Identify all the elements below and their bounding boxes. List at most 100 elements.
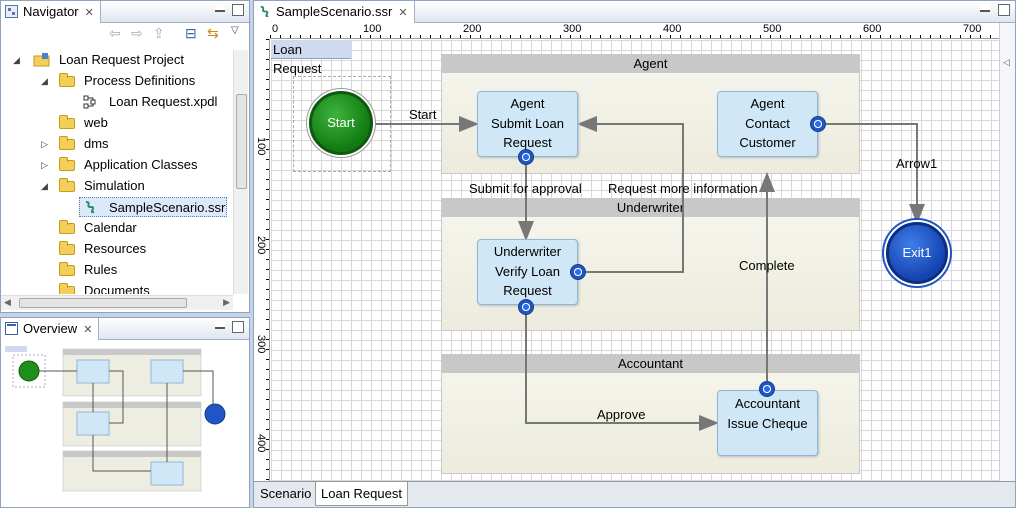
expanded-icon[interactable]: ◢ <box>41 181 48 191</box>
tree-label: Process Definitions <box>84 73 196 88</box>
flow-approve <box>525 305 719 431</box>
tree-label: Documents <box>84 283 150 294</box>
minimize-button[interactable] <box>215 4 225 12</box>
flow-label-approve: Approve <box>597 407 646 422</box>
vertical-scrollbar[interactable] <box>233 50 248 294</box>
ruler-tick-label: 200 <box>255 236 267 255</box>
collapsed-icon[interactable]: ▷ <box>41 160 48 170</box>
folder-icon <box>59 220 75 234</box>
port-submit-out[interactable] <box>518 149 534 165</box>
project-icon <box>33 53 50 67</box>
forward-icon[interactable]: ⇨ <box>131 25 143 41</box>
scroll-right-icon[interactable]: ▶ <box>223 297 230 307</box>
task-line: Customer <box>739 135 796 150</box>
maximize-button[interactable] <box>232 321 244 333</box>
port-verify-right[interactable] <box>570 264 586 280</box>
port-contact-out[interactable] <box>810 116 826 132</box>
minimize-button[interactable] <box>980 4 990 12</box>
tree-label: Resources <box>84 241 147 256</box>
flow-label-arrow1: Arrow1 <box>896 156 938 171</box>
overview-title: Overview <box>23 321 78 336</box>
scenario-file-icon <box>85 201 95 214</box>
task-line: Submit Loan <box>491 115 564 131</box>
palette-toggle-icon[interactable]: ◁ <box>1003 57 1010 67</box>
tree-label: Simulation <box>84 178 145 193</box>
collapsed-icon[interactable]: ▷ <box>41 139 48 149</box>
horizontal-scrollbar[interactable]: ◀ ▶ <box>1 295 233 310</box>
folder-icon <box>59 157 75 171</box>
ruler-tick-label: 600 <box>863 23 882 35</box>
start-event[interactable]: Start <box>309 91 373 155</box>
ruler-tick-label: 300 <box>563 23 582 35</box>
close-icon[interactable]: ✕ <box>84 7 94 19</box>
maximize-button[interactable] <box>998 4 1010 16</box>
port-verify-out[interactable] <box>518 299 534 315</box>
task-line: Contact <box>745 115 790 131</box>
navigator-tab-bar: Navigator ✕ <box>1 1 249 23</box>
expanded-icon[interactable]: ◢ <box>13 55 20 65</box>
diagram-canvas[interactable]: Loan Request Agent Underwriter Accountan… <box>271 40 1000 481</box>
scenario-file-icon <box>260 5 269 18</box>
flow-more-info <box>577 116 684 273</box>
flow-connectors <box>370 116 925 431</box>
view-menu-icon[interactable]: ▽ <box>231 25 239 36</box>
navigator-tree: ◢ Loan Request Project ◢Process Definiti… <box>1 50 233 294</box>
folder-icon <box>59 262 75 276</box>
task-line: Issue Cheque <box>727 415 808 431</box>
up-icon[interactable]: ⇪ <box>153 25 165 41</box>
maximize-button[interactable] <box>232 4 244 16</box>
tree-label: Application Classes <box>84 157 198 172</box>
flow-label-complete: Complete <box>739 258 795 273</box>
task-line: Underwriter <box>493 244 562 259</box>
port-issue-out[interactable] <box>759 381 775 397</box>
overview-tab[interactable]: Overview ✕ <box>1 318 100 340</box>
minimize-button[interactable] <box>215 321 225 329</box>
expanded-icon[interactable]: ◢ <box>41 76 48 86</box>
collapse-all-icon[interactable]: ⊟ <box>185 25 197 41</box>
scroll-thumb[interactable] <box>19 298 187 308</box>
overview-thumbnail[interactable] <box>5 344 245 506</box>
overview-tab-bar: Overview ✕ <box>1 318 249 340</box>
back-icon[interactable]: ⇦ <box>109 25 121 41</box>
overview-view: Overview ✕ <box>0 317 250 508</box>
editor-tab-sample-scenario[interactable]: SampleScenario.ssr ✕ <box>254 1 415 23</box>
tree-item-sample-scenario[interactable]: SampleScenario.ssr <box>79 197 227 217</box>
editor-tab-label: SampleScenario.ssr <box>276 4 393 19</box>
pool-label[interactable]: Loan Request <box>271 40 351 76</box>
tree-label: Loan Request.xpdl <box>109 94 218 109</box>
navigator-view: Navigator ✕ ⇦ ⇨ ⇪ ⊟ ⇆ ▽ ◢ Loan Request Pr… <box>0 0 250 313</box>
task-line: Accountant <box>734 396 801 411</box>
close-icon[interactable]: ✕ <box>398 7 408 19</box>
flow-label-submit: Submit for approval <box>469 181 582 196</box>
link-with-editor-icon[interactable]: ⇆ <box>207 25 219 41</box>
exit-event[interactable]: Exit1 <box>886 222 948 284</box>
navigator-title: Navigator <box>23 4 79 19</box>
tab-loan-request[interactable]: Loan Request <box>315 482 408 506</box>
navigator-icon <box>5 5 18 18</box>
tree-label: dms <box>84 136 109 151</box>
folder-icon <box>59 136 75 150</box>
ruler-tick-label: 100 <box>255 137 267 156</box>
tab-scenario[interactable]: Scenario <box>256 484 317 504</box>
lane-header: Underwriter <box>442 199 859 217</box>
editor-view: SampleScenario.ssr ✕ 0 100 200 300 400 50… <box>253 0 1016 508</box>
scroll-left-icon[interactable]: ◀ <box>4 297 11 307</box>
lane-header: Accountant <box>442 355 859 373</box>
folder-icon <box>59 241 75 255</box>
tree-label: web <box>84 115 108 130</box>
close-icon[interactable]: ✕ <box>83 324 93 336</box>
ruler-tick-label: 200 <box>463 23 482 35</box>
task-line: Agent <box>510 96 545 111</box>
navigator-tab[interactable]: Navigator ✕ <box>1 1 101 23</box>
scroll-thumb[interactable] <box>236 94 247 189</box>
ruler-tick-label: 400 <box>255 434 267 453</box>
horizontal-ruler: 0 100 200 300 400 500 600 700 <box>270 23 999 39</box>
task-line: Agent <box>750 96 785 111</box>
task-line: Request <box>503 283 552 298</box>
folder-icon <box>59 283 75 294</box>
flow-arrow1 <box>826 123 925 224</box>
